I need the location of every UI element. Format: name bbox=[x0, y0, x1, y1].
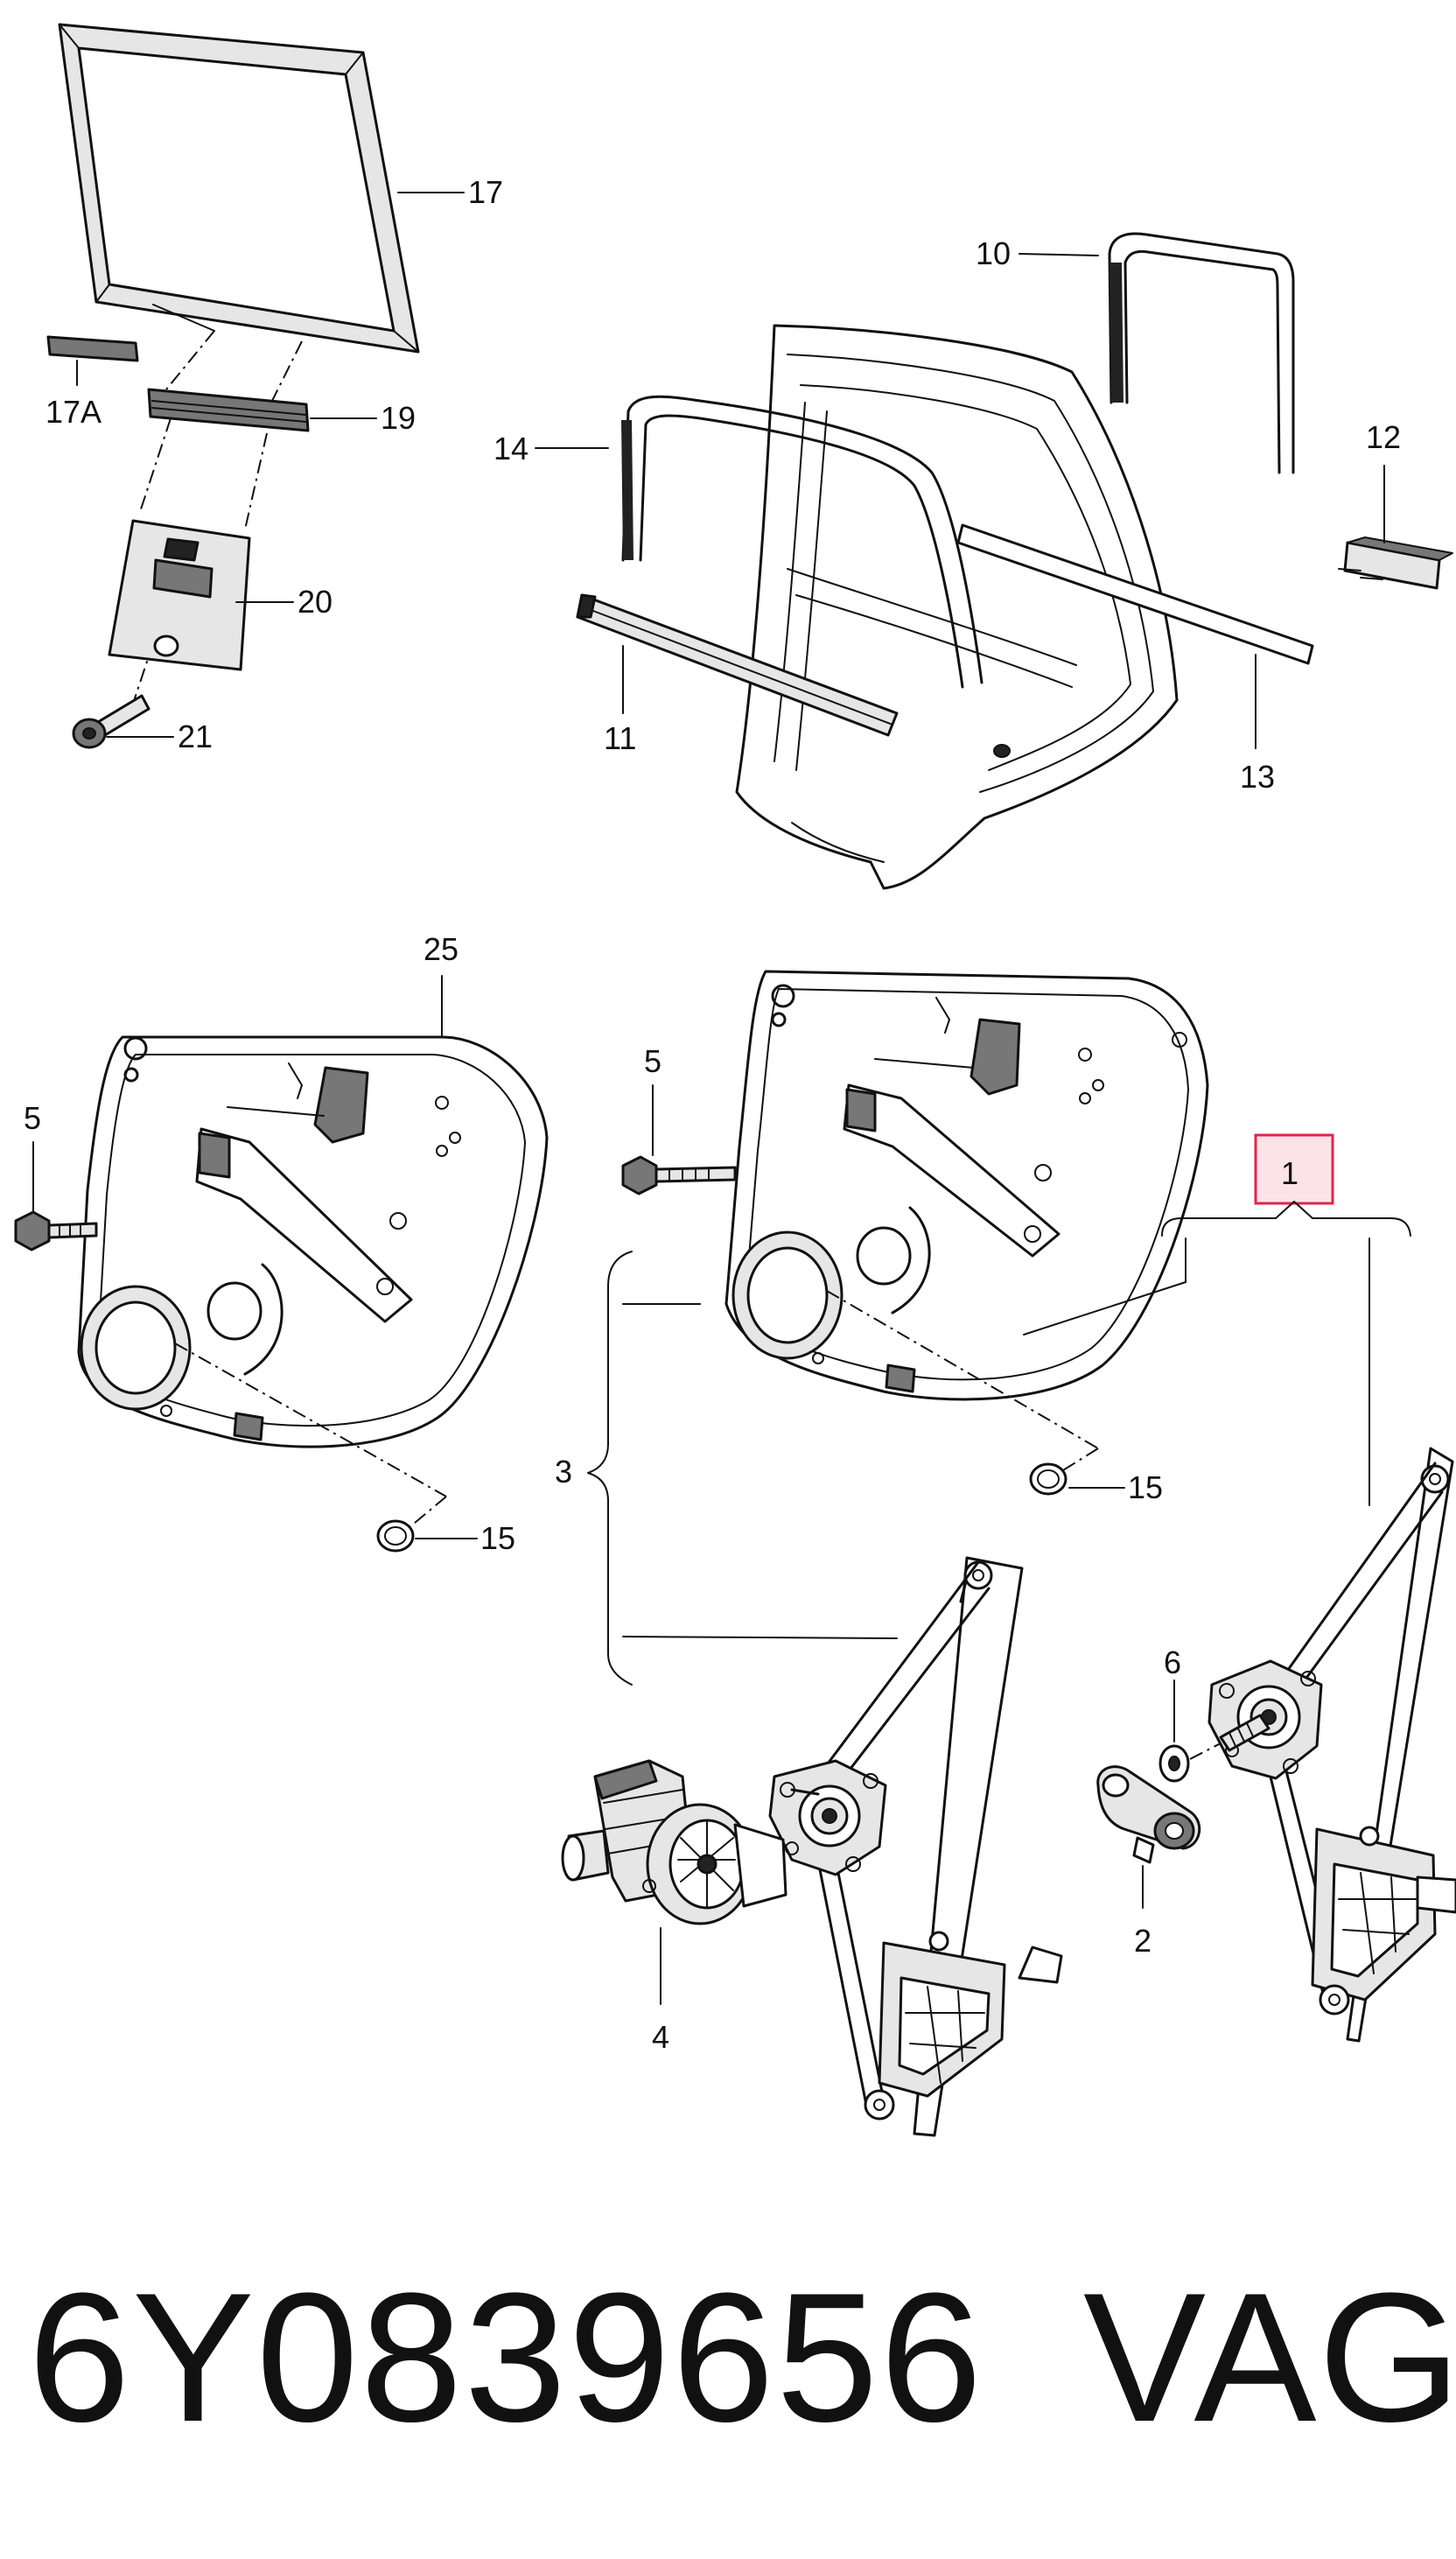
small-run-channel bbox=[1108, 232, 1295, 474]
inner-sill-strip bbox=[576, 593, 899, 737]
window-regulator-center bbox=[768, 1556, 1063, 2137]
clamp-bolt bbox=[72, 694, 150, 749]
callout-11: 11 bbox=[604, 720, 636, 756]
window-motor bbox=[561, 1759, 788, 1925]
callout-4: 4 bbox=[652, 2019, 669, 2055]
callout-2: 2 bbox=[1134, 1923, 1152, 1959]
screw-right bbox=[621, 1155, 737, 1195]
callout-6: 6 bbox=[1164, 1644, 1181, 1680]
callout-13: 13 bbox=[1240, 759, 1275, 795]
window-glass bbox=[58, 23, 420, 354]
retainer-clip bbox=[1338, 536, 1453, 590]
glass-strip bbox=[46, 335, 139, 362]
highlight-box-1 bbox=[1254, 1133, 1334, 1205]
callout-21: 21 bbox=[178, 719, 213, 754]
glass-channel bbox=[147, 388, 310, 432]
callout-19: 19 bbox=[381, 400, 416, 436]
window-run-channel bbox=[621, 395, 984, 689]
brand-name: VAG bbox=[1083, 2254, 1456, 2460]
part-number: 6Y0839656 bbox=[28, 2254, 984, 2460]
door-module-panel-left bbox=[77, 1035, 549, 1448]
screw-left bbox=[14, 1210, 98, 1251]
callout-17: 17 bbox=[468, 174, 503, 210]
callout-5-right: 5 bbox=[644, 1043, 662, 1079]
callout-5-left: 5 bbox=[24, 1100, 41, 1136]
callout-3: 3 bbox=[555, 1454, 572, 1490]
callout-15-right: 15 bbox=[1128, 1469, 1163, 1505]
outer-belt-strip bbox=[956, 523, 1314, 665]
grommet-right bbox=[1029, 1462, 1068, 1496]
adapter-link bbox=[1096, 1765, 1201, 1864]
callout-20: 20 bbox=[298, 584, 332, 620]
callout-1: 1 bbox=[1281, 1155, 1298, 1191]
bracket-1 bbox=[1161, 1201, 1411, 1237]
drive-shaft bbox=[1219, 1714, 1270, 1752]
brace-3 bbox=[587, 1251, 633, 1686]
callout-15-left: 15 bbox=[480, 1520, 515, 1556]
door-shell bbox=[735, 324, 1179, 890]
callout-10: 10 bbox=[976, 235, 1011, 271]
callout-25: 25 bbox=[424, 931, 458, 967]
grommet-left bbox=[376, 1519, 415, 1553]
glass-clamp bbox=[108, 519, 251, 671]
door-module-panel-right bbox=[724, 970, 1209, 1401]
window-regulator-right bbox=[1208, 1447, 1456, 2043]
callout-12: 12 bbox=[1366, 419, 1401, 455]
callout-14: 14 bbox=[494, 431, 528, 466]
callout-17a: 17A bbox=[46, 394, 102, 430]
